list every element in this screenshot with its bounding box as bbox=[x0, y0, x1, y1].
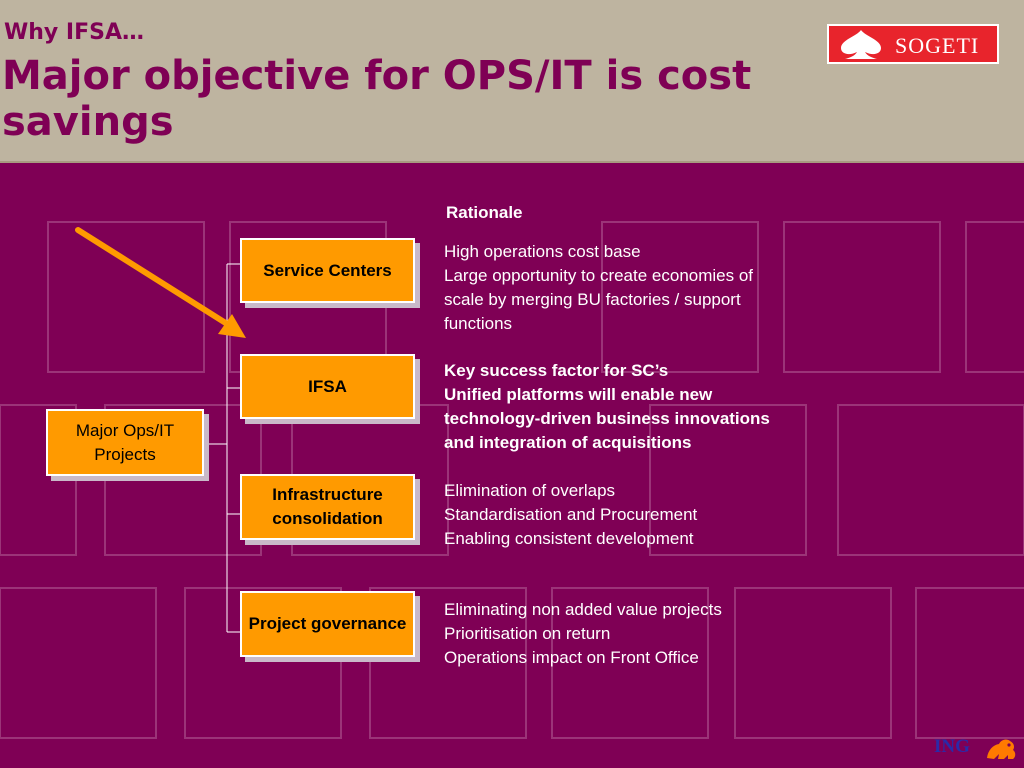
logo-text: SOGETI bbox=[895, 33, 980, 58]
rationale-line: Elimination of overlaps bbox=[444, 481, 616, 500]
rationale-governance: Eliminating non added value projects Pri… bbox=[444, 598, 722, 670]
rationale-line: Large opportunity to create economies of bbox=[444, 266, 754, 285]
rationale-line: Unified platforms will enable new bbox=[444, 385, 713, 404]
rationale-line: Standardisation and Procurement bbox=[444, 505, 698, 524]
branch-box-ifsa: IFSA bbox=[240, 354, 415, 419]
rationale-line: High operations cost base bbox=[444, 242, 641, 261]
highlight-arrow bbox=[75, 227, 246, 338]
root-box: Major Ops/IT Projects bbox=[46, 409, 204, 476]
lion-icon bbox=[987, 739, 1016, 759]
rationale-heading: Rationale bbox=[446, 203, 523, 222]
branch-box-infrastructure: Infrastructure consolidation bbox=[240, 474, 415, 540]
rationale-service-centers: High operations cost base Large opportun… bbox=[444, 240, 753, 336]
sogeti-logo: SOGETI bbox=[827, 24, 999, 64]
branch-label: Service Centers bbox=[263, 260, 392, 280]
branch-box-governance: Project governance bbox=[240, 591, 415, 657]
branch-label: Infrastructure consolidation bbox=[272, 485, 383, 528]
rationale-line: Prioritisation on return bbox=[444, 624, 611, 643]
branch-box-service-centers: Service Centers bbox=[240, 238, 415, 303]
ing-logo-text: ING bbox=[934, 736, 970, 757]
kicker: Why IFSA… bbox=[4, 20, 145, 45]
rationale-line: Operations impact on Front Office bbox=[444, 648, 699, 667]
rationale-line: technology-driven business innovations bbox=[444, 409, 770, 428]
branch-label: IFSA bbox=[308, 376, 347, 396]
rationale-line: Eliminating non added value projects bbox=[444, 600, 722, 619]
rationale-infrastructure: Elimination of overlaps Standardisation … bbox=[444, 479, 697, 551]
rationale-line: scale by merging BU factories / support bbox=[444, 290, 741, 309]
page-title: Major objective for OPS/IT is cost savin… bbox=[2, 53, 752, 145]
header: Why IFSA… Major objective for OPS/IT is … bbox=[0, 0, 1024, 163]
rationale-line: Enabling consistent development bbox=[444, 529, 694, 548]
rationale-line: functions bbox=[444, 314, 513, 333]
branch-label: Project governance bbox=[248, 614, 407, 633]
rationale-line: Key success factor for SC’s bbox=[444, 361, 669, 380]
spade-icon bbox=[841, 30, 881, 59]
root-label: Major Ops/IT Projects bbox=[75, 420, 175, 464]
rationale-ifsa: Key success factor for SC’s Unified plat… bbox=[444, 359, 770, 455]
rationale-line: and integration of acquisitions bbox=[444, 433, 692, 452]
